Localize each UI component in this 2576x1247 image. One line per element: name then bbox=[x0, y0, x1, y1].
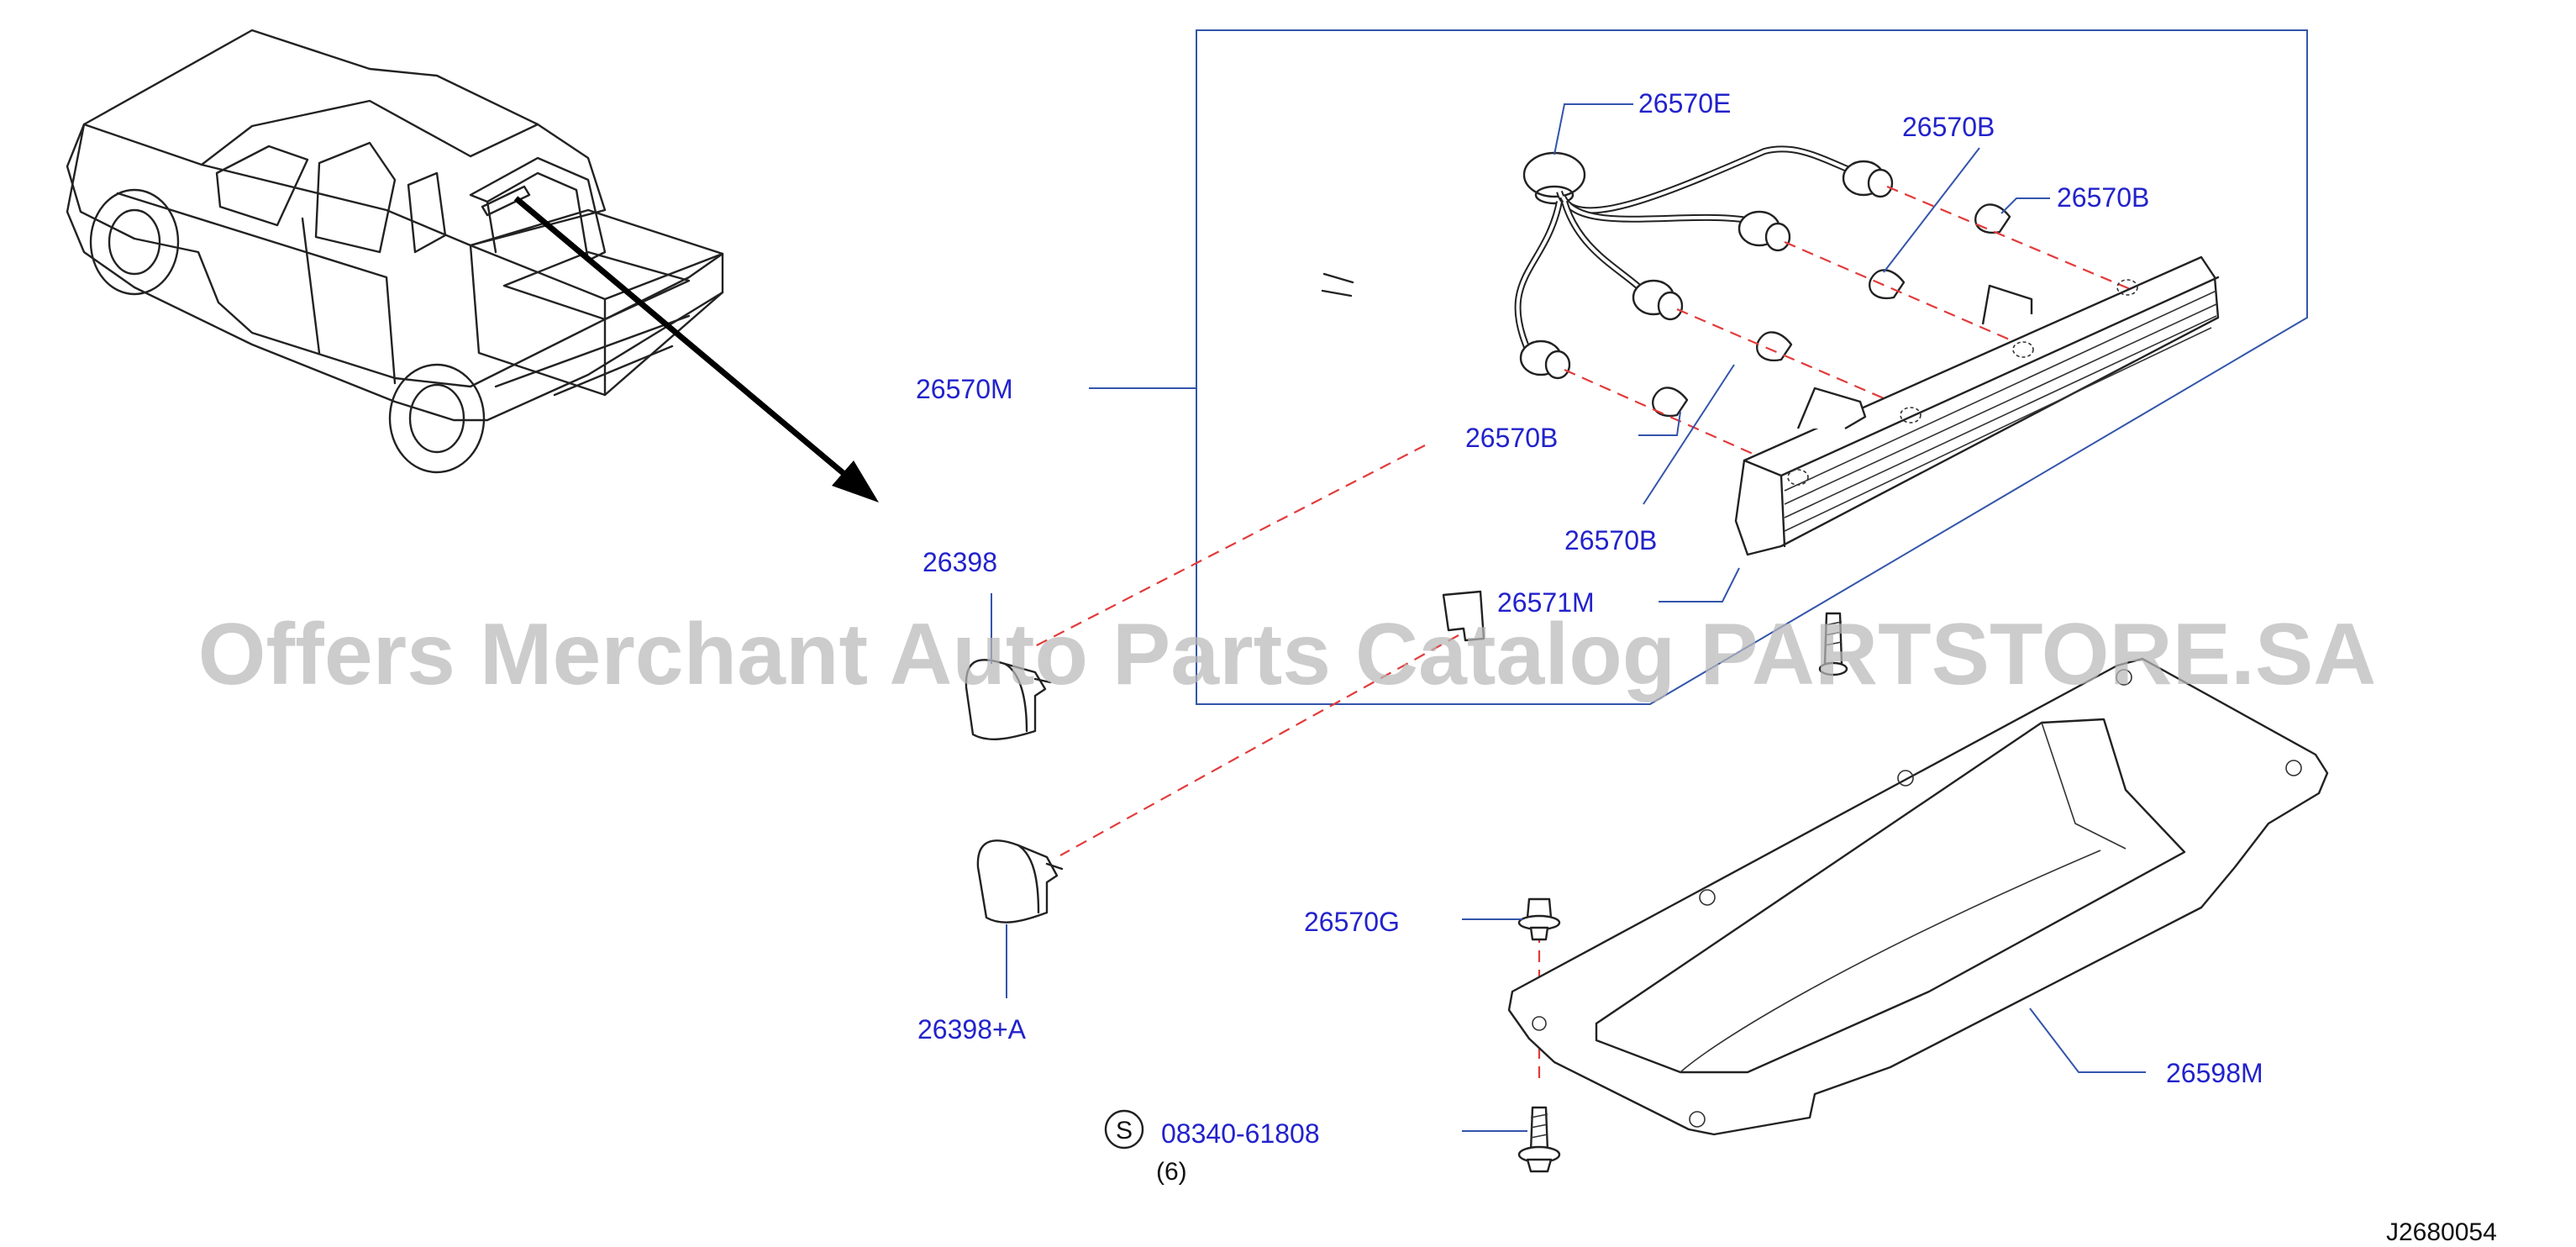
assembly-bracket bbox=[1196, 29, 2308, 705]
lamp-body bbox=[1734, 255, 2220, 556]
screw-fastener bbox=[1517, 1106, 1561, 1173]
bulb-socket bbox=[1737, 210, 1791, 252]
bulb bbox=[1652, 203, 2011, 418]
bulb-socket bbox=[1632, 279, 1684, 321]
clip-26398-a bbox=[976, 839, 1064, 923]
leader-lines bbox=[991, 103, 2146, 1132]
bulb-socket bbox=[1519, 339, 1571, 380]
screw-callout: S 08340-61808 (6) bbox=[1104, 1109, 1320, 1186]
bulb-socket bbox=[1842, 160, 1894, 198]
callout-26598m: 26598M bbox=[2166, 1058, 2263, 1088]
standard-part-symbol bbox=[1104, 1109, 1144, 1150]
callout-26570b-low: 26570B bbox=[1564, 525, 1657, 555]
finisher-tray bbox=[1507, 657, 2329, 1136]
diagram-code: J2680054 bbox=[2386, 1218, 2497, 1246]
watermark: Offers Merchant Auto Parts Catalog PARTS… bbox=[198, 606, 2377, 703]
callout-26570b-right: 26570B bbox=[2057, 182, 2149, 213]
callout-26570g: 26570G bbox=[1304, 907, 1400, 937]
callout-26398-a: 26398+A bbox=[917, 1014, 1027, 1044]
callout-26570e: 26570E bbox=[1638, 88, 1731, 118]
callout-26570b-mid: 26570B bbox=[1465, 423, 1558, 453]
callout-26398: 26398 bbox=[923, 547, 997, 577]
loose-bolt bbox=[1818, 612, 1848, 676]
callout-26571m: 26571M bbox=[1497, 587, 1595, 618]
screw-quantity: (6) bbox=[1156, 1158, 1187, 1186]
clip-26398 bbox=[965, 659, 1052, 740]
callout-26570b-top: 26570B bbox=[1902, 112, 1995, 142]
vehicle-illustration bbox=[66, 29, 879, 502]
wiring-harness bbox=[1321, 86, 1894, 642]
callout-08340-61808: 08340-61808 bbox=[1161, 1118, 1320, 1149]
grommet-fastener bbox=[1517, 897, 1561, 941]
callout-26570m: 26570M bbox=[916, 374, 1013, 404]
standard-part-letter: S bbox=[1116, 1117, 1133, 1144]
